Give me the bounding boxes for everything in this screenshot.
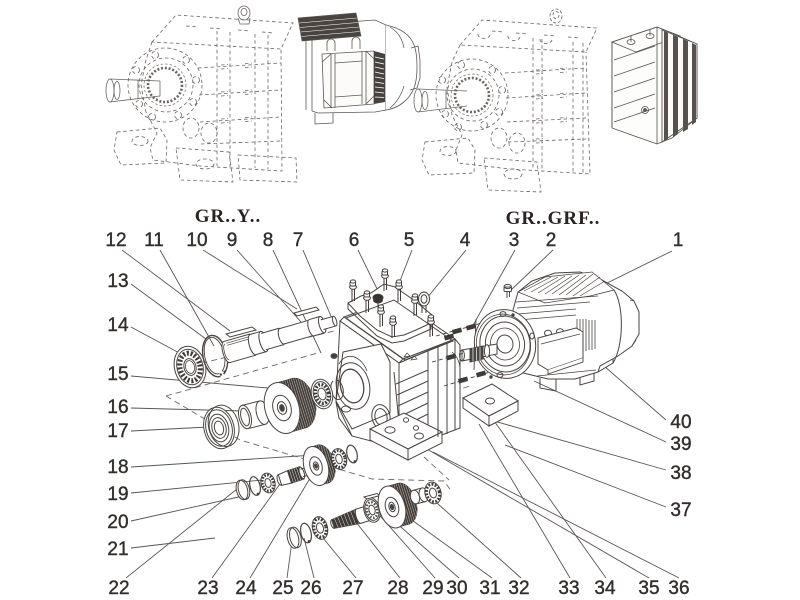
svg-text:25: 25 xyxy=(272,578,293,599)
svg-text:2: 2 xyxy=(546,230,557,251)
svg-text:17: 17 xyxy=(107,421,128,442)
svg-text:3: 3 xyxy=(509,230,520,251)
svg-text:15: 15 xyxy=(107,364,128,385)
svg-text:11: 11 xyxy=(144,230,164,251)
svg-text:29: 29 xyxy=(422,578,443,599)
svg-text:20: 20 xyxy=(107,512,128,533)
svg-text:31: 31 xyxy=(479,578,500,599)
svg-text:10: 10 xyxy=(186,230,207,251)
svg-text:32: 32 xyxy=(508,578,529,599)
svg-text:33: 33 xyxy=(558,578,579,599)
svg-text:39: 39 xyxy=(670,434,691,455)
svg-text:22: 22 xyxy=(108,578,129,599)
svg-text:1: 1 xyxy=(673,230,684,251)
svg-text:26: 26 xyxy=(300,578,321,599)
svg-text:21: 21 xyxy=(107,539,128,560)
svg-text:23: 23 xyxy=(197,578,218,599)
svg-text:16: 16 xyxy=(107,397,128,418)
svg-text:30: 30 xyxy=(446,578,467,599)
svg-text:14: 14 xyxy=(107,315,129,336)
svg-text:35: 35 xyxy=(638,578,659,599)
svg-text:9: 9 xyxy=(227,230,238,251)
svg-text:8: 8 xyxy=(263,230,274,251)
svg-text:19: 19 xyxy=(107,484,128,505)
svg-text:28: 28 xyxy=(387,578,408,599)
svg-text:7: 7 xyxy=(293,230,304,251)
svg-text:38: 38 xyxy=(670,463,691,484)
svg-text:27: 27 xyxy=(342,578,363,599)
svg-text:40: 40 xyxy=(670,412,691,433)
svg-text:4: 4 xyxy=(460,230,471,251)
svg-text:34: 34 xyxy=(594,578,616,599)
svg-text:5: 5 xyxy=(404,230,415,251)
svg-text:6: 6 xyxy=(349,230,360,251)
svg-text:37: 37 xyxy=(670,500,691,521)
svg-text:18: 18 xyxy=(107,457,128,478)
svg-text:GR..Y..: GR..Y.. xyxy=(195,206,261,227)
svg-text:GR..GRF..: GR..GRF.. xyxy=(506,208,601,229)
svg-text:24: 24 xyxy=(235,578,257,599)
svg-text:36: 36 xyxy=(668,578,689,599)
svg-text:12: 12 xyxy=(105,230,126,251)
svg-text:13: 13 xyxy=(107,271,128,292)
